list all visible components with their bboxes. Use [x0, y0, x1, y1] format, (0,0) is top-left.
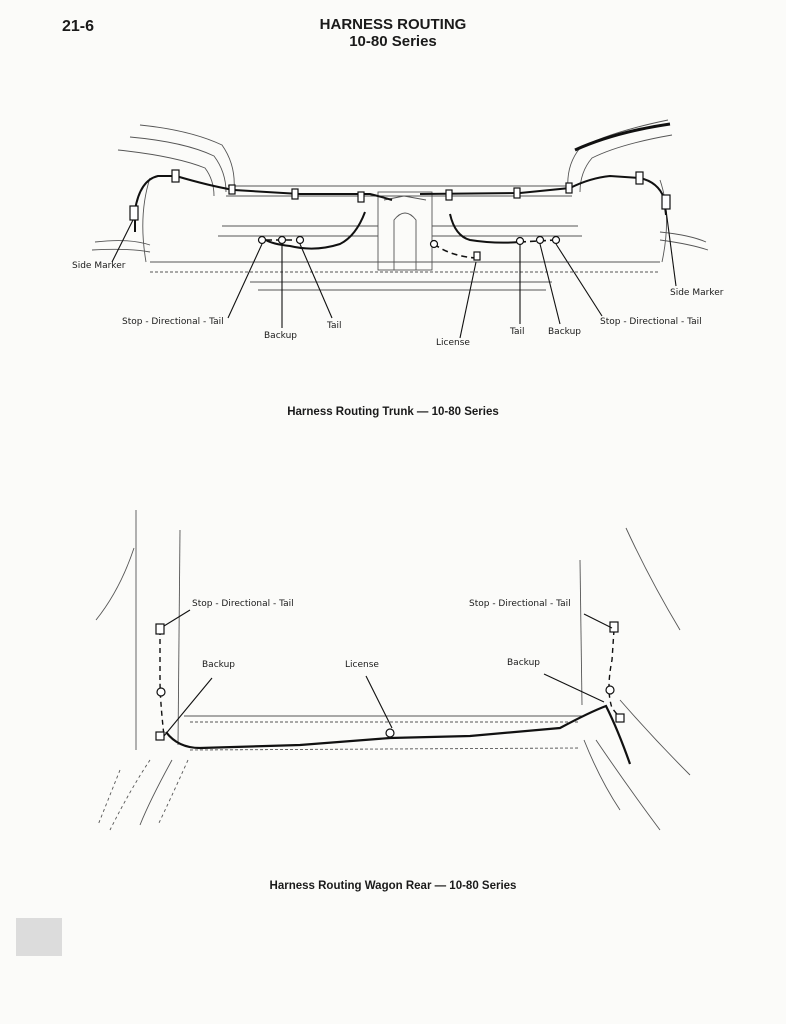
label-license: License: [436, 338, 470, 348]
wagon-label-backup-left: Backup: [202, 660, 235, 670]
label-tail-right: Tail: [510, 327, 525, 337]
wagon-harness-diagram: [95, 510, 691, 831]
page-number: 21-6: [62, 18, 95, 35]
wagon-label-stop-right: Stop - Directional - Tail: [469, 599, 571, 609]
label-backup-right: Backup: [548, 327, 581, 337]
label-stop-directional-tail-right: Stop - Directional - Tail: [600, 317, 702, 327]
page-edge-tab: [16, 918, 62, 956]
header-title: HARNESS ROUTING: [319, 16, 467, 33]
label-stop-directional-tail-left: Stop - Directional - Tail: [122, 317, 224, 327]
wagon-label-license: License: [345, 660, 379, 670]
header-subtitle: 10-80 Series: [349, 33, 437, 50]
caption-trunk: Harness Routing Trunk — 10-80 Series: [287, 406, 499, 418]
trunk-harness-diagram: [91, 119, 709, 339]
wagon-label-backup-right: Backup: [507, 658, 540, 668]
page-header: HARNESS ROUTING 10-80 Series: [0, 16, 786, 50]
label-side-marker-right: Side Marker: [670, 288, 724, 298]
caption-wagon: Harness Routing Wagon Rear — 10-80 Serie…: [269, 880, 517, 892]
label-side-marker-left: Side Marker: [72, 261, 126, 271]
label-tail-left: Tail: [327, 321, 342, 331]
wagon-label-stop-left: Stop - Directional - Tail: [192, 599, 294, 609]
label-backup-left: Backup: [264, 331, 297, 341]
